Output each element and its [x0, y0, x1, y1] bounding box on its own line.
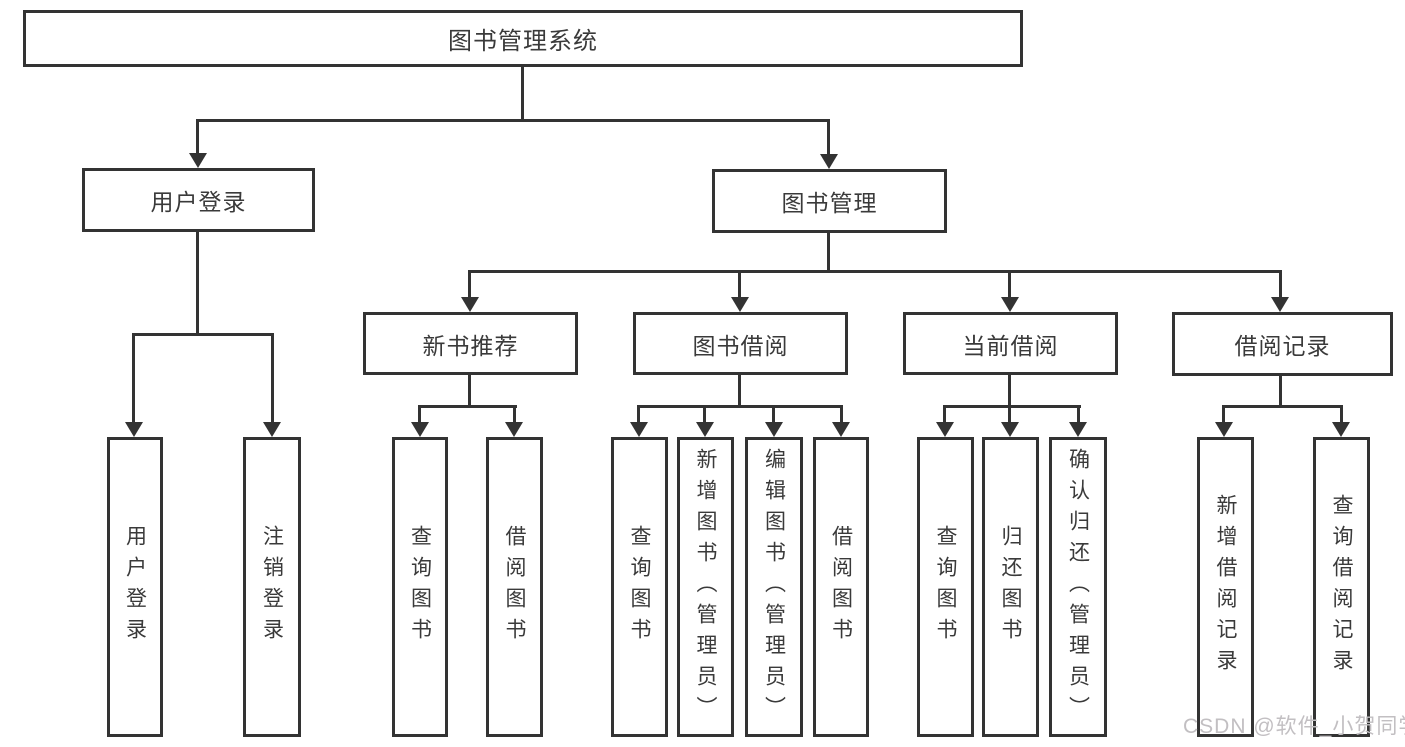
connector-drop-leaf — [1008, 405, 1011, 424]
node-current-borrowing: 当前借阅 — [903, 312, 1118, 375]
connector-drop-new-book — [468, 270, 471, 299]
leaf-label: 查询图书 — [934, 525, 957, 649]
leaf-label: 注销登录 — [260, 525, 284, 649]
leaf-label: 用户登录 — [123, 525, 147, 649]
node-library-management-system: 图书管理系统 — [23, 10, 1023, 67]
node-label: 当前借阅 — [962, 332, 1059, 359]
leaf-borrow-books-borrowing: 借阅图书 — [813, 437, 869, 737]
leaf-user-login: 用户登录 — [107, 437, 163, 737]
node-label: 图书管理系统 — [448, 28, 598, 55]
arrow-down-icon — [820, 154, 838, 169]
node-borrowing-records: 借阅记录 — [1172, 312, 1393, 376]
arrow-down-icon — [630, 422, 648, 437]
arrow-down-icon — [461, 297, 479, 312]
connector-drop-leaf — [418, 405, 421, 424]
node-label: 图书借阅 — [692, 332, 789, 359]
connector-current-borrowing-stem — [1008, 375, 1011, 407]
connector-drop-borrowing-records — [1279, 270, 1282, 299]
connector-drop-leaf — [703, 405, 706, 424]
arrow-down-icon — [731, 297, 749, 312]
arrow-down-icon — [1332, 422, 1350, 437]
leaf-query-borrow-record: 查询借阅记录 — [1313, 437, 1370, 737]
leaf-label: 查询借阅记录 — [1330, 494, 1353, 680]
node-label: 借阅记录 — [1234, 333, 1331, 359]
connector-borrowing-records-stem — [1279, 376, 1282, 407]
leaf-label: 编辑图书（管理员） — [762, 447, 786, 727]
arrow-down-icon — [1001, 422, 1019, 437]
arrow-down-icon — [189, 153, 207, 168]
connector-drop-leaf — [772, 405, 775, 424]
connector-drop-book-management — [827, 119, 830, 155]
node-new-book-recommend: 新书推荐 — [363, 312, 578, 375]
arrow-down-icon — [1069, 422, 1087, 437]
node-label: 图书管理 — [781, 190, 878, 216]
leaf-confirm-return-admin: 确认归还（管理员） — [1049, 437, 1107, 737]
node-user-login: 用户登录 — [82, 168, 315, 232]
arrow-down-icon — [832, 422, 850, 437]
arrow-down-icon — [263, 422, 281, 437]
connector-drop-leaf — [637, 405, 640, 424]
connector-drop-leaf-user-login — [132, 333, 135, 424]
leaf-label: 新增图书（管理员） — [694, 447, 717, 727]
connector-drop-leaf — [840, 405, 843, 424]
connector-book-borrowing-bar — [637, 405, 843, 408]
leaf-label: 确认归还（管理员） — [1066, 447, 1090, 727]
arrow-down-icon — [936, 422, 954, 437]
arrow-down-icon — [125, 422, 143, 437]
connector-book-borrowing-stem — [738, 375, 741, 407]
connector-user-login-stem — [196, 232, 199, 335]
arrow-down-icon — [1001, 297, 1019, 312]
arrow-down-icon — [1215, 422, 1233, 437]
connector-root-stem — [521, 67, 524, 121]
node-label: 新书推荐 — [422, 332, 519, 359]
connector-drop-leaf — [1340, 405, 1343, 424]
leaf-label: 归还图书 — [999, 525, 1022, 649]
connector-level3-bar — [468, 270, 1282, 273]
leaf-add-books-admin: 新增图书（管理员） — [677, 437, 734, 737]
arrow-down-icon — [411, 422, 429, 437]
node-book-management: 图书管理 — [712, 169, 947, 233]
connector-level2-bar — [197, 119, 830, 122]
connector-drop-leaf — [943, 405, 946, 424]
connector-drop-current-borrowing — [1008, 270, 1011, 299]
leaf-query-books-recommend: 查询图书 — [392, 437, 448, 737]
connector-new-book-bar — [418, 405, 517, 408]
connector-book-management-stem — [827, 233, 830, 272]
arrow-down-icon — [505, 422, 523, 437]
leaf-edit-books-admin: 编辑图书（管理员） — [745, 437, 803, 737]
leaf-query-books-current: 查询图书 — [917, 437, 974, 737]
leaf-add-borrow-record: 新增借阅记录 — [1197, 437, 1254, 737]
leaf-label: 新增借阅记录 — [1214, 494, 1237, 680]
connector-drop-leaf-logout — [271, 333, 274, 424]
connector-drop-leaf — [1222, 405, 1225, 424]
leaf-logout-login: 注销登录 — [243, 437, 301, 737]
leaf-label: 查询图书 — [408, 525, 432, 649]
connector-drop-user-login — [196, 119, 199, 155]
leaf-label: 借阅图书 — [829, 525, 853, 649]
connector-drop-book-borrowing — [738, 270, 741, 299]
leaf-label: 借阅图书 — [503, 525, 526, 649]
arrow-down-icon — [1271, 297, 1289, 312]
node-label: 用户登录 — [150, 189, 247, 215]
leaf-label: 查询图书 — [628, 525, 651, 649]
connector-user-login-bar — [132, 333, 274, 336]
connector-borrowing-records-bar — [1222, 405, 1343, 408]
arrow-down-icon — [765, 422, 783, 437]
leaf-return-books: 归还图书 — [982, 437, 1039, 737]
connector-new-book-stem — [468, 375, 471, 407]
connector-current-borrowing-bar — [943, 405, 1081, 408]
connector-drop-leaf — [1077, 405, 1080, 424]
node-book-borrowing: 图书借阅 — [633, 312, 848, 375]
connector-drop-leaf — [513, 405, 516, 424]
arrow-down-icon — [696, 422, 714, 437]
leaf-query-books-borrowing: 查询图书 — [611, 437, 668, 737]
leaf-borrow-books-recommend: 借阅图书 — [486, 437, 543, 737]
csdn-watermark: CSDN @软件_小贺同学 — [1183, 715, 1405, 738]
